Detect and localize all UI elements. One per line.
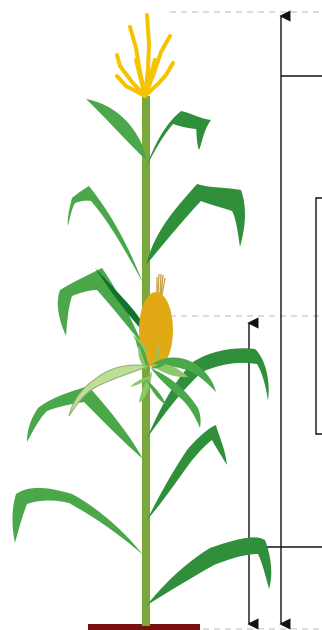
tassel: [117, 15, 173, 96]
left-upper-leaf: [68, 186, 143, 283]
left-bottom-leaf: [12, 488, 143, 555]
right-bottom-leaf: [147, 537, 271, 605]
upper-right-leaf: [146, 111, 211, 168]
upper-left-leaf: [86, 99, 146, 160]
right-lower-leaf: [147, 425, 227, 520]
right-mid-leaf: [146, 184, 245, 265]
left-lower-leaf: [27, 386, 143, 459]
